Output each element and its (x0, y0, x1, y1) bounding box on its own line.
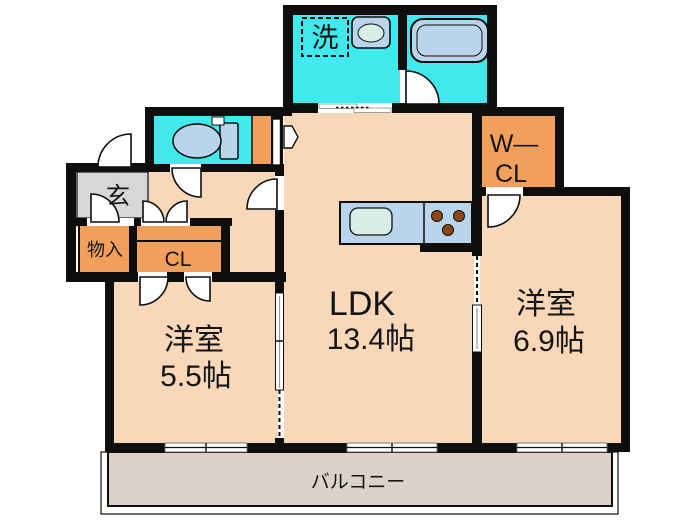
label-bedroom-left-size: 5.5帖 (160, 360, 232, 393)
door-arc-entrance (97, 133, 132, 168)
wall-kitchen-stub (420, 243, 482, 252)
label-closet: CL (165, 248, 192, 271)
wall (472, 187, 630, 196)
label-ldk-size: 13.4帖 (327, 323, 415, 356)
wall (145, 107, 154, 172)
sliding-door-leaf (353, 107, 392, 113)
label-wcl-line2: CL (495, 160, 527, 188)
wall (555, 107, 564, 192)
wall (482, 107, 564, 116)
wall (129, 222, 137, 276)
wall (283, 5, 293, 113)
label-genkan: 玄 (106, 183, 130, 210)
kitchen-sink (349, 207, 393, 236)
label-storage: 物入 (87, 240, 123, 260)
kitchen-counter-icon (339, 201, 473, 245)
swing-doors (90, 70, 521, 306)
hallway-nook (228, 224, 277, 274)
label-laundry: 洗 (312, 23, 339, 53)
labels: 洗 玄 物入 CL W― CL LDK 13.4帖 洋室 5.5帖 洋室 6.9… (87, 23, 585, 493)
room-walk-in-closet (480, 114, 557, 190)
toilet-icon (172, 116, 239, 160)
label-ldk-name: LDK (329, 285, 395, 323)
door-arc-walk-in-closet (487, 194, 521, 228)
washroom-sliding-door (318, 103, 392, 113)
door-leaf (271, 118, 282, 166)
room-bedroom-right (480, 194, 623, 445)
window-bedroom-right (516, 442, 608, 453)
wall (66, 272, 286, 282)
wall (145, 164, 284, 172)
door-arc-toilet (171, 167, 202, 198)
wall (283, 5, 497, 15)
door-swing-marker (283, 125, 299, 149)
stove-burner (442, 224, 454, 236)
wall (472, 107, 482, 256)
label-balcony: バルコニー (311, 472, 406, 493)
bathtub-icon (410, 18, 489, 63)
opening (486, 187, 523, 196)
label-wcl-line1: W― (490, 130, 539, 158)
room-bedroom-left (112, 280, 278, 445)
wall (221, 218, 230, 282)
door-arc-bedroom-closet-right (185, 276, 211, 302)
door-arc-closet-right (165, 200, 188, 223)
wall (275, 438, 284, 452)
windows (164, 442, 608, 453)
balcony-floor (107, 451, 613, 507)
toilet-side-storage (251, 113, 273, 167)
window-ldk (346, 442, 438, 453)
washing-machine-icon (301, 17, 349, 57)
door-arc-bedroom-closet-left (139, 276, 169, 306)
stove-burner (453, 210, 465, 222)
door-arc-genkan-storage (90, 193, 120, 223)
wall (472, 352, 482, 452)
sliding-partitions (275, 256, 482, 438)
wall (398, 12, 407, 70)
window-bedroom-left (164, 442, 248, 453)
label-bedroom-right-name: 洋室 (516, 288, 576, 321)
sliding-door-leaf (318, 103, 358, 109)
door-arc-bathroom (405, 70, 440, 105)
label-bedroom-right-size: 6.9帖 (513, 325, 585, 358)
wall (275, 164, 284, 293)
opening (275, 176, 284, 210)
fixtures (172, 16, 489, 245)
wall (487, 5, 497, 113)
washroom-door (271, 118, 299, 166)
room-ldk (284, 110, 474, 445)
door-arc-hallway-ldk (246, 178, 278, 210)
washbasin-icon (351, 16, 391, 49)
wall (145, 107, 292, 116)
label-bedroom-left-name: 洋室 (164, 324, 224, 357)
door-arc-closet-left (142, 200, 165, 223)
wall (621, 187, 630, 452)
stove-burner (431, 210, 443, 222)
wall (105, 272, 114, 452)
